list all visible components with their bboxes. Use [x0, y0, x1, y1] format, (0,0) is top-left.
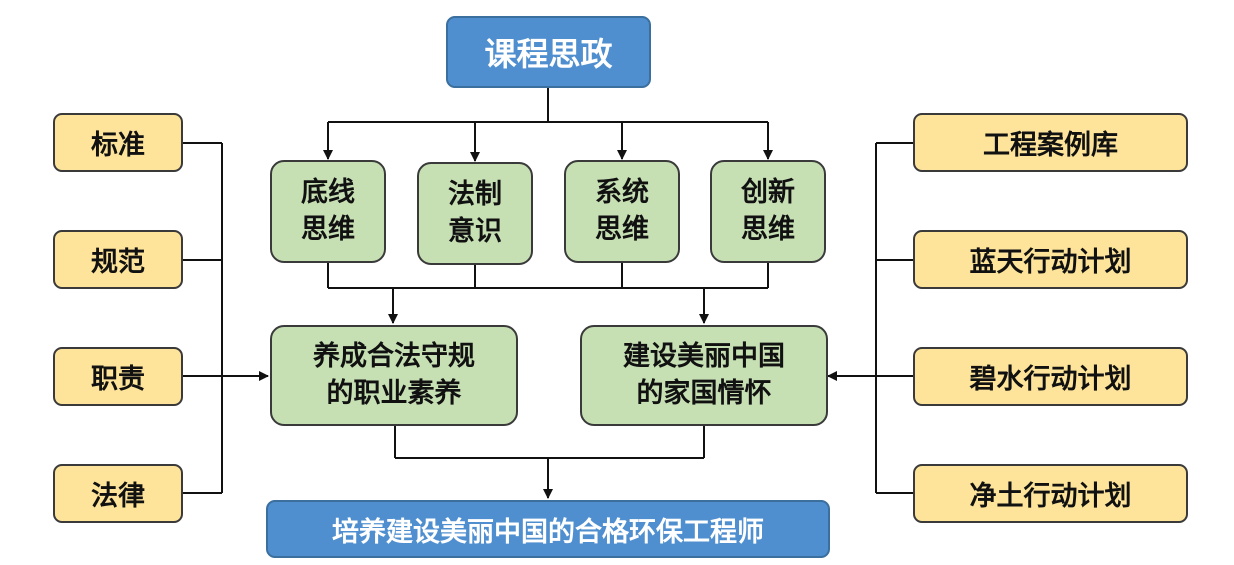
- goal-node-patriotism: 建设美丽中国 的家国情怀: [580, 325, 828, 426]
- left-node-law: 法律: [53, 464, 183, 523]
- thinking-node-bottom-line: 底线 思维: [270, 160, 386, 263]
- left-node-duties: 职责: [53, 347, 183, 406]
- right-node-blue-sky-plan: 蓝天行动计划: [913, 230, 1188, 289]
- thinking-node-legal-awareness: 法制 意识: [417, 162, 533, 265]
- thinking-node-innovation: 创新 思维: [710, 160, 826, 263]
- right-node-clean-soil-plan: 净土行动计划: [913, 464, 1188, 523]
- goal-node-professional-ethics: 养成合法守规 的职业素养: [270, 325, 518, 426]
- top-node-course-ideology: 课程思政: [446, 16, 651, 88]
- right-node-case-library: 工程案例库: [913, 113, 1188, 172]
- left-node-standards: 标准: [53, 113, 183, 172]
- bottom-node-cultivation-goal: 培养建设美丽中国的合格环保工程师: [266, 500, 830, 558]
- right-node-clear-water-plan: 碧水行动计划: [913, 347, 1188, 406]
- thinking-node-systems: 系统 思维: [564, 160, 680, 263]
- left-node-norms: 规范: [53, 230, 183, 289]
